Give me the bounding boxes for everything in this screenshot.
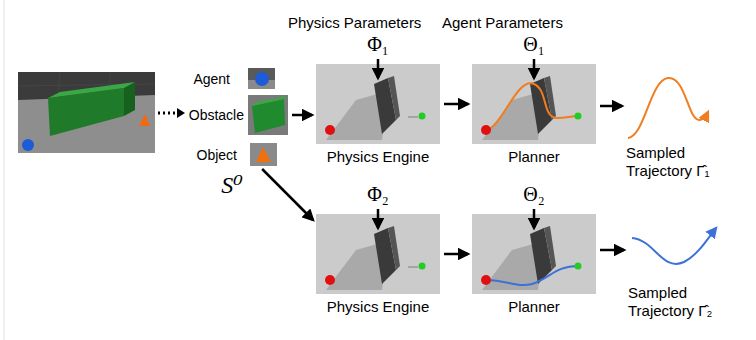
node-label: Sampled Trajectory Γ̂₁ [626, 144, 746, 180]
trajectory-curve [628, 78, 708, 138]
dotted-arrow [158, 112, 178, 115]
node-label: Agent [193, 70, 230, 87]
node-label: Obstacle [189, 107, 244, 124]
trajectory-curve [632, 228, 716, 264]
node-label: Planner [508, 298, 560, 316]
physics-engine-box: Physics Engine [316, 64, 440, 144]
obstacle-icon-box: Obstacle [248, 95, 288, 135]
flow-arrow [600, 249, 624, 252]
parameter-arrow [533, 209, 536, 228]
node-label: Physics Engine [327, 148, 430, 166]
trajectory-box: Sampled Trajectory Γ̂₁ [626, 70, 712, 142]
object-icon-box: Object [250, 143, 277, 166]
dotted-arrow-head [177, 108, 185, 118]
node-label: Object [197, 146, 237, 163]
planner-box: Planner [472, 64, 596, 144]
page-edge [4, 0, 5, 340]
agent-icon-box: Agent [248, 68, 275, 89]
node-label: Planner [508, 148, 560, 166]
flow-arrow [292, 114, 312, 117]
parameter-arrow [377, 59, 380, 78]
parameter-arrow [377, 209, 380, 228]
state-symbol: S⁰ [221, 172, 243, 200]
parameter-heading: Physics Parameters [288, 14, 421, 31]
flow-arrow [444, 253, 468, 256]
node-label: Physics Engine [327, 298, 430, 316]
parameter-heading: Agent Parameters [442, 14, 563, 31]
flow-arrow [444, 103, 468, 106]
parameter-symbol: Θ₂ [523, 183, 544, 206]
object-icon [250, 143, 277, 166]
flow-arrow [262, 169, 313, 220]
node-label: Sampled Trajectory Γ̂₂ [628, 284, 748, 320]
physics-engine-box: Physics Engine [316, 214, 440, 294]
flow-arrow [600, 105, 622, 108]
parameter-arrow [533, 59, 536, 78]
scene-render [18, 72, 155, 153]
parameter-symbol: Φ₂ [367, 183, 389, 206]
parameter-symbol: Θ₁ [523, 33, 544, 56]
obstacle-icon [248, 95, 288, 135]
agent-icon [248, 68, 275, 89]
trajectory-box: Sampled Trajectory Γ̂₂ [628, 222, 720, 278]
parameter-symbol: Φ₁ [367, 33, 389, 56]
planner-box: Planner [472, 214, 596, 294]
